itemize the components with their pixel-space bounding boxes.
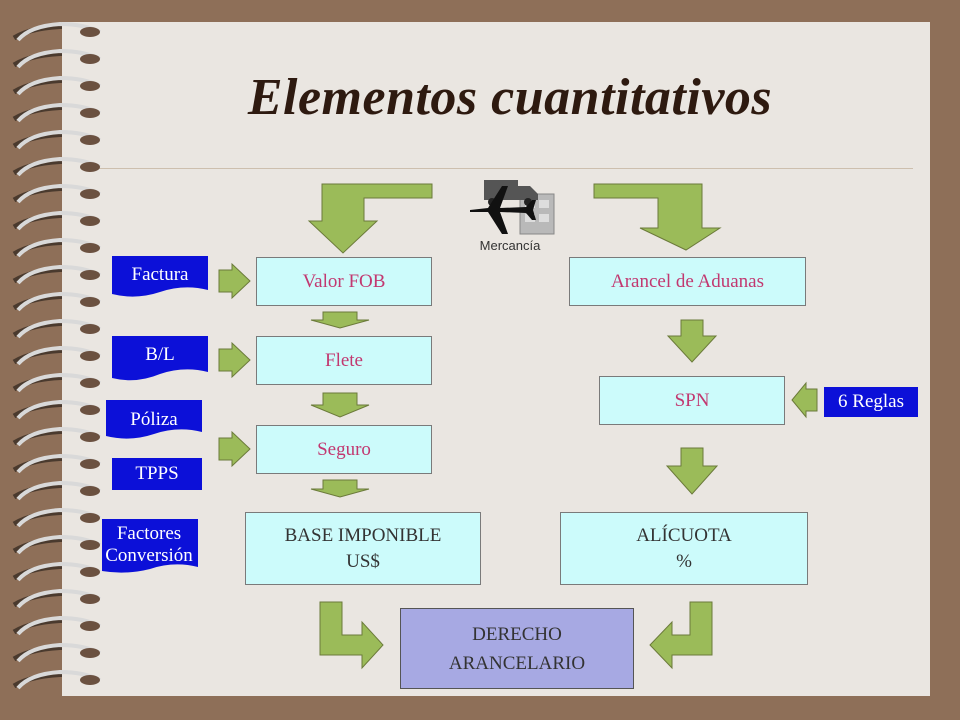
bl-document: B/L bbox=[112, 336, 208, 384]
binding-hole bbox=[80, 243, 100, 253]
arrow-reglas-to-spn bbox=[791, 381, 818, 419]
poliza-label: Póliza bbox=[130, 409, 178, 430]
binding-hole bbox=[80, 648, 100, 658]
tpps-document: TPPS bbox=[112, 458, 202, 490]
binding-hole bbox=[80, 135, 100, 145]
binding-hole bbox=[80, 486, 100, 496]
factores-document: Factores Conversión bbox=[96, 519, 202, 575]
bl-label: B/L bbox=[145, 344, 175, 365]
arrow-spn-to-alicuota bbox=[665, 447, 719, 495]
binding-hole bbox=[80, 567, 100, 577]
merchandise-label: Mercancía bbox=[479, 238, 541, 253]
seguro-box: Seguro bbox=[256, 425, 432, 474]
factores-label-line2: Conversión bbox=[105, 545, 193, 566]
binding-hole bbox=[80, 324, 100, 334]
arrow-factura-to-fob bbox=[218, 262, 251, 300]
reglas-tag: 6 Reglas bbox=[824, 387, 918, 417]
binding-hole bbox=[80, 81, 100, 91]
arrow-to-valor-fob bbox=[307, 183, 433, 254]
binding-hole bbox=[80, 162, 100, 172]
arrow-fob-to-flete bbox=[310, 311, 370, 329]
factura-label: Factura bbox=[131, 264, 189, 285]
alicuota-label: ALÍCUOTA bbox=[636, 524, 732, 546]
arrow-flete-to-seguro bbox=[310, 392, 370, 418]
arancel-box: Arancel de Aduanas bbox=[569, 257, 806, 306]
binding-hole bbox=[80, 594, 100, 604]
factores-label-line1: Factores bbox=[116, 523, 182, 544]
result-label-line1: DERECHO bbox=[472, 623, 562, 645]
binding-hole bbox=[80, 54, 100, 64]
binding-hole bbox=[80, 378, 100, 388]
binding-hole bbox=[80, 189, 100, 199]
factura-document: Factura bbox=[112, 256, 208, 300]
base-imponible-box: BASE IMPONIBLE US$ bbox=[245, 512, 481, 585]
title-divider bbox=[95, 168, 913, 169]
binding-hole bbox=[80, 459, 100, 469]
base-imponible-unit: US$ bbox=[346, 550, 380, 572]
binding-hole bbox=[80, 108, 100, 118]
arrow-bl-to-flete bbox=[218, 341, 251, 379]
spn-box: SPN bbox=[599, 376, 785, 425]
binding-hole bbox=[80, 513, 100, 523]
binding-hole bbox=[80, 540, 100, 550]
poliza-document: Póliza bbox=[106, 400, 202, 442]
binding-hole bbox=[80, 27, 100, 37]
page-title: Elementos cuantitativos bbox=[247, 69, 773, 126]
arrow-poliza-to-seguro bbox=[218, 430, 251, 468]
alicuota-unit: % bbox=[676, 550, 692, 572]
spiral-rings bbox=[16, 21, 101, 690]
binding-hole bbox=[80, 405, 100, 415]
arrow-alicuota-to-derecho bbox=[649, 601, 713, 670]
flete-box: Flete bbox=[256, 336, 432, 385]
binding-hole bbox=[80, 351, 100, 361]
binding-hole bbox=[80, 297, 100, 307]
derecho-arancelario-box: DERECHO ARANCELARIO bbox=[400, 608, 634, 689]
result-label-line2: ARANCELARIO bbox=[448, 652, 586, 674]
plane-truck-cargo-icon bbox=[470, 180, 555, 235]
binding-hole bbox=[80, 675, 100, 685]
arrow-arancel-to-spn bbox=[666, 319, 718, 363]
binding-hole bbox=[80, 216, 100, 226]
binding-hole bbox=[80, 621, 100, 631]
tpps-label: TPPS bbox=[135, 463, 179, 484]
alicuota-box: ALÍCUOTA % bbox=[560, 512, 808, 585]
binding-hole bbox=[80, 270, 100, 280]
binding-hole bbox=[80, 432, 100, 442]
valor-fob-box: Valor FOB bbox=[256, 257, 432, 306]
arrow-seguro-to-base bbox=[310, 479, 370, 498]
arrow-base-to-derecho bbox=[319, 601, 384, 670]
base-imponible-label: BASE IMPONIBLE bbox=[284, 524, 442, 546]
arrow-to-arancel bbox=[593, 183, 722, 251]
